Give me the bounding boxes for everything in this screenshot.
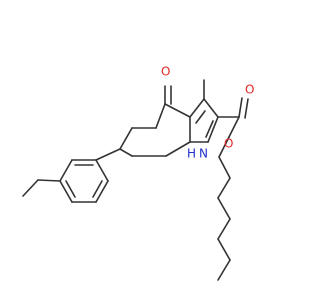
ethyl-ring-bond xyxy=(37,179,61,182)
pyrrole-bond-1 xyxy=(189,98,205,118)
hexyl-chain xyxy=(217,136,231,281)
pyrrole-bond-2 xyxy=(203,98,219,118)
phenyl-bond-4 xyxy=(95,180,109,203)
ethylphenyl-group xyxy=(22,148,121,203)
hexyl-bond-2 xyxy=(217,177,231,199)
cyclohexenone-bond-3 xyxy=(155,103,166,129)
pyrrole-bond-3 xyxy=(207,116,219,143)
indole-hydrogen-label: H xyxy=(187,147,196,161)
pyrrole-inner-double xyxy=(195,110,206,124)
indole-nitrogen-label: N xyxy=(199,147,208,161)
phenyl-to-core-bond xyxy=(95,148,121,161)
molecule-structure: O O O N H xyxy=(22,65,254,281)
phenyl-bond-3 xyxy=(95,159,109,182)
cyclohexenone-bond-4 xyxy=(164,103,191,118)
phenyl-inner-double-2 xyxy=(92,180,103,198)
ester-carbonyl-oxygen-label: O xyxy=(245,83,254,97)
hexyl-bond-6 xyxy=(217,259,231,281)
ketone-oxygen-label: O xyxy=(161,65,170,79)
ester-oxygen-to-hexyl xyxy=(218,136,230,158)
ester-single-bond xyxy=(228,116,240,138)
hexyl-bond-3 xyxy=(217,197,231,220)
pyrrole-inner-double-2 xyxy=(205,120,214,138)
phenyl-inner-double-3 xyxy=(65,180,76,198)
ester-carbonyl-bond-2 xyxy=(244,98,249,119)
hexyl-bond-1 xyxy=(218,156,231,179)
cyclohexenone-bond-6 xyxy=(165,141,191,157)
cyclohexenone-bond-1 xyxy=(119,127,133,150)
ethyl-terminal-bond xyxy=(22,179,39,197)
molecule-canvas: O O O N H xyxy=(22,64,255,281)
cyclohexenone-bond-8 xyxy=(119,148,133,157)
tetrahydroindole-core xyxy=(119,79,249,157)
hexyl-bond-4 xyxy=(217,218,231,240)
phenyl-bond-6 xyxy=(59,180,73,203)
phenyl-bond-1 xyxy=(59,159,73,182)
ester-oxygen-label: O xyxy=(224,137,233,151)
hexyl-bond-5 xyxy=(217,238,231,261)
ester-carbonyl-bond-1 xyxy=(238,97,243,118)
